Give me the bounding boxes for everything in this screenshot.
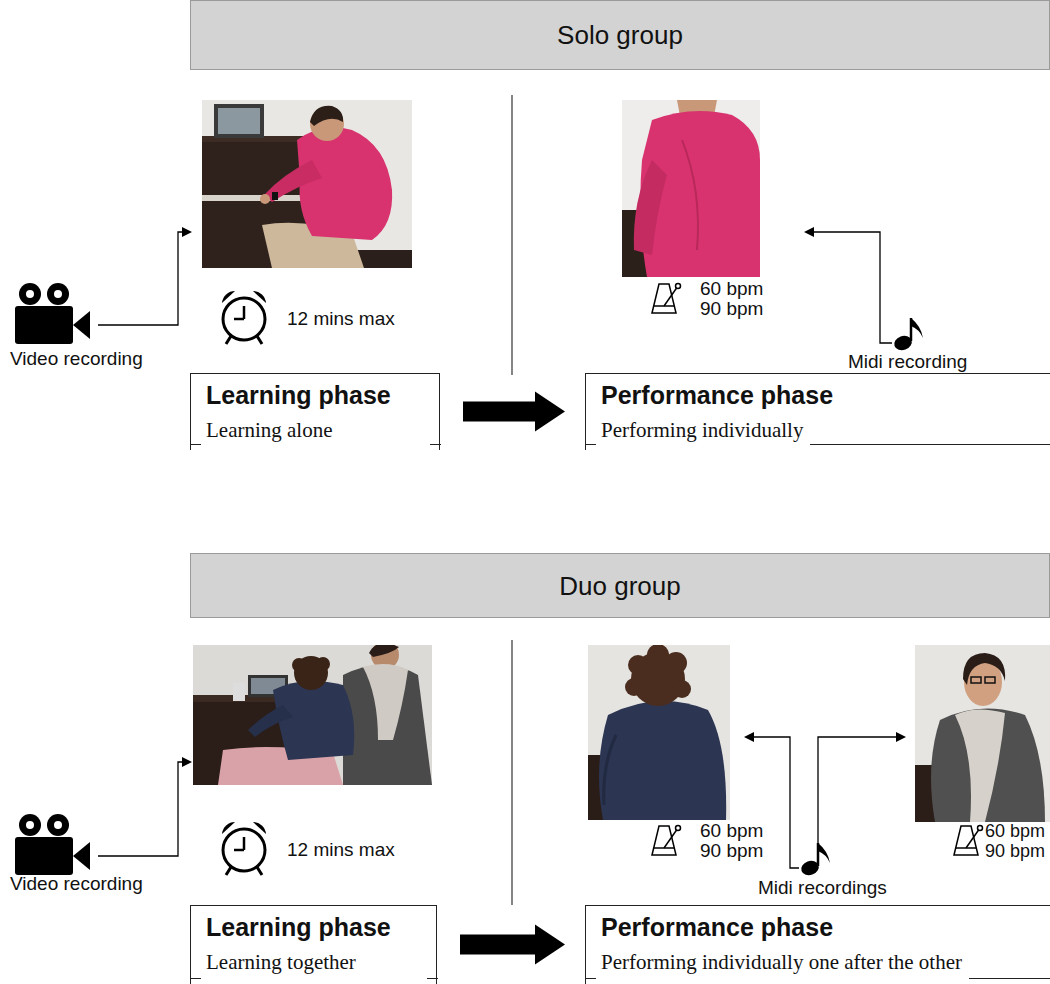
piano-photo: [622, 100, 760, 277]
annotation-label: 60 bpm: [985, 822, 1045, 842]
annotation-label: Midi recording: [848, 352, 967, 373]
bracket-tick: [190, 444, 201, 446]
group-title: Solo group: [557, 19, 683, 51]
annotation-label: 12 mins max: [287, 309, 395, 330]
metronome-icon: [652, 284, 681, 314]
piano-photo: [202, 100, 412, 268]
phase-box: Performance phasePerforming individually: [585, 373, 1050, 450]
annotation-label: 60 bpm: [700, 279, 763, 300]
bracket-tick: [430, 444, 441, 446]
annotation-label: Video recording: [10, 874, 143, 895]
annotation-label: 90 bpm: [700, 841, 763, 862]
bracket-tick: [190, 978, 201, 980]
piano-photo: [915, 645, 1050, 822]
group-title: Duo group: [559, 570, 680, 602]
alarm-clock-icon: [222, 822, 266, 875]
phase-arrow: [460, 925, 565, 965]
underline-rule: [810, 444, 1050, 446]
video-camera-icon: [15, 814, 90, 875]
music-note-icon: [799, 843, 830, 878]
metronome-icon: [652, 826, 681, 856]
phase-heading: Learning phase: [206, 381, 391, 409]
separator-line: [511, 640, 512, 905]
phase-description: Learning alone: [206, 418, 333, 443]
phase-heading: Performance phase: [601, 913, 833, 941]
annotation-label: 90 bpm: [700, 299, 763, 320]
video-camera-icon: [15, 283, 90, 344]
group-banner: Duo group: [190, 553, 1050, 618]
music-note-icon: [892, 318, 923, 353]
phase-box: Learning phaseLearning together: [190, 905, 437, 984]
bracket-tick: [585, 978, 596, 980]
arrowhead: [182, 227, 906, 767]
phase-description: Performing individually: [601, 418, 803, 443]
phase-arrow: [463, 392, 565, 432]
metronome-icon: [954, 826, 983, 856]
phase-box: Performance phasePerforming individually…: [585, 905, 1050, 984]
piano-photo: [193, 641, 432, 785]
annotation-label: 12 mins max: [287, 840, 395, 861]
phase-heading: Learning phase: [206, 913, 391, 941]
annotation-label: Midi recordings: [758, 878, 887, 899]
annotation-label: 60 bpm: [700, 821, 763, 842]
phase-description: Performing individually one after the ot…: [601, 950, 962, 975]
phase-description: Learning together: [206, 950, 356, 975]
phase-box: Learning phaseLearning alone: [190, 373, 440, 450]
group-banner: Solo group: [190, 0, 1050, 70]
phase-heading: Performance phase: [601, 381, 833, 409]
underline-rule: [969, 978, 1050, 980]
leader-arrow: [98, 232, 898, 868]
bracket-tick: [585, 444, 596, 446]
bracket-tick: [427, 978, 438, 980]
piano-photo: [588, 644, 730, 820]
separator-line: [511, 95, 512, 375]
annotation-label: Video recording: [10, 349, 143, 370]
annotation-label: 90 bpm: [985, 842, 1045, 862]
alarm-clock-icon: [222, 291, 266, 344]
